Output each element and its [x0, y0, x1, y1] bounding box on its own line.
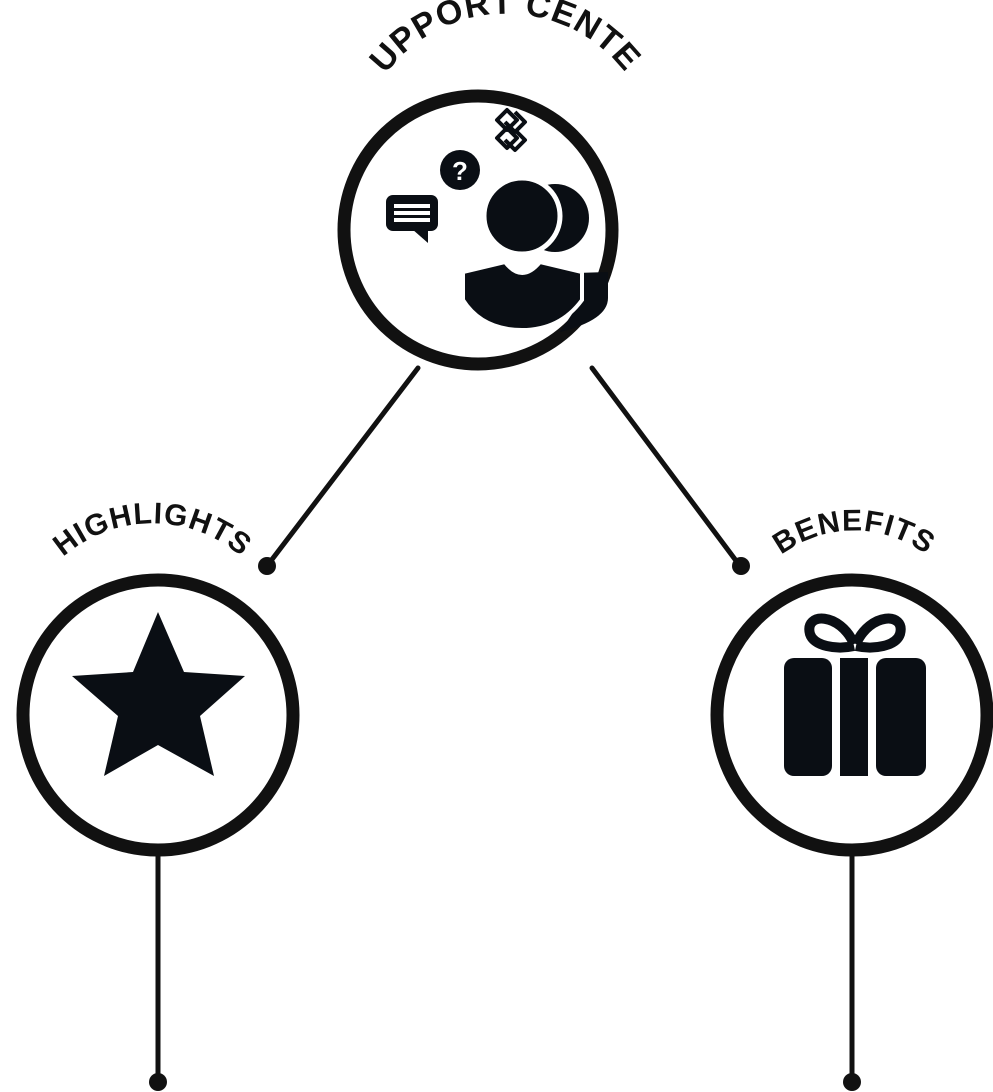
connector-lines: [155, 365, 855, 1085]
node-label: BENEFITS: [767, 504, 941, 560]
dot-highlights-bottom: [149, 1073, 167, 1091]
question-mark-icon: ?: [440, 150, 480, 190]
svg-text:?: ?: [452, 156, 468, 186]
node-benefits[interactable]: BENEFITS: [710, 504, 993, 857]
edge-support-to-highlights: [264, 365, 421, 569]
benefits-label: BENEFITS: [767, 504, 940, 560]
dot-highlights-top: [258, 557, 276, 575]
highlights-label: HIGHLIGHTS: [47, 497, 257, 562]
gift-icon: [784, 613, 926, 776]
dot-benefits-top: [732, 557, 750, 575]
person-icon: [461, 175, 608, 333]
node-label: HIGHLIGHTS: [47, 497, 258, 562]
dot-benefits-bottom: [843, 1073, 861, 1091]
edge-support-to-benefits: [589, 365, 743, 569]
endpoint-dots: [149, 557, 861, 1091]
star-icon: [72, 612, 245, 776]
node-support-center[interactable]: SUPPORT CENTER ?: [0, 0, 648, 371]
chat-bubble-icon: [386, 195, 438, 243]
support-center-label: SUPPORT CENTER: [0, 0, 647, 80]
puzzle-link-icon: [495, 108, 527, 152]
node-label: SUPPORT CENTER: [0, 0, 648, 80]
node-highlights[interactable]: HIGHLIGHTS: [16, 497, 300, 857]
